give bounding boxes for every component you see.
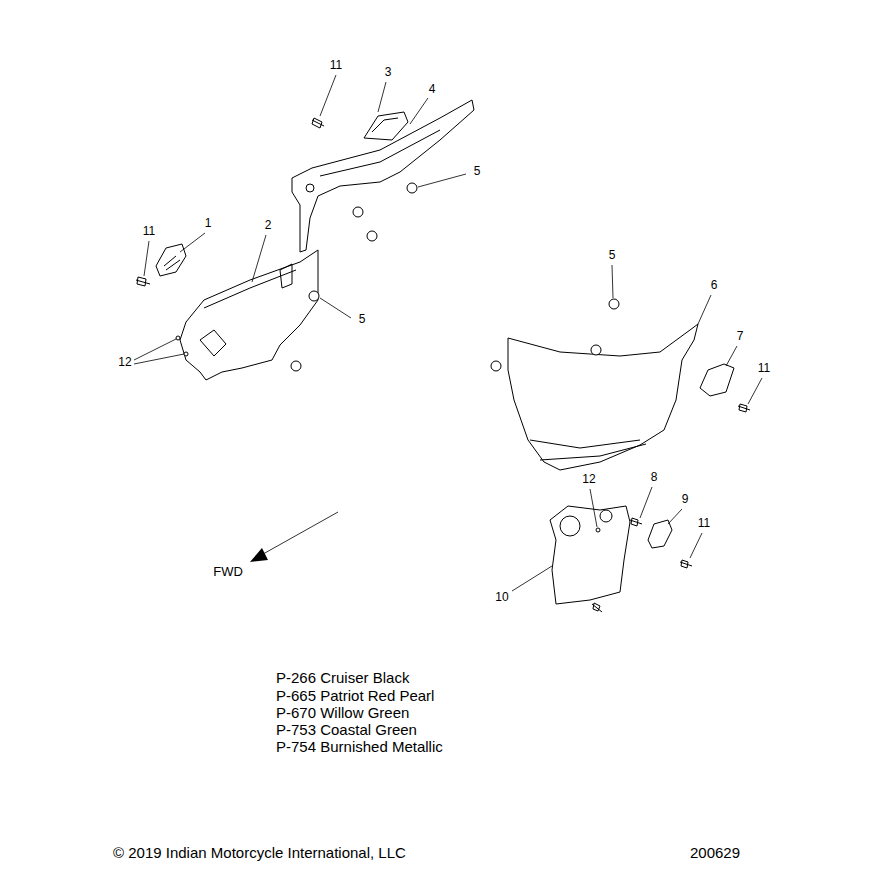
drawing-number: 200629 [690, 845, 740, 862]
callout-number: 5 [474, 165, 481, 178]
callout-number: 9 [682, 493, 689, 506]
grommet [491, 361, 501, 371]
callout-number: 10 [495, 591, 508, 604]
trim-cover [700, 364, 734, 396]
leader-line [418, 174, 466, 187]
leader-line [590, 489, 597, 527]
paint-code: P-670 Willow Green [276, 705, 409, 722]
lower-cover [550, 506, 630, 604]
leader-line [640, 487, 652, 518]
leader-line [512, 566, 552, 591]
screw [592, 603, 602, 612]
fastener [596, 528, 600, 532]
leader-line [252, 235, 266, 282]
side-cover [508, 324, 698, 470]
callout-number: 11 [698, 517, 710, 530]
leader-line [320, 75, 336, 116]
grommet [407, 183, 417, 193]
paint-code: P-266 Cruiser Black [276, 670, 409, 687]
callout-number: 11 [330, 59, 342, 72]
leader-line [144, 241, 149, 276]
cover-boss [560, 516, 580, 536]
callout-number: 6 [711, 279, 718, 292]
side-panel-detail [200, 264, 296, 356]
callout-number: 5 [359, 313, 366, 326]
callout-number: 11 [758, 362, 770, 375]
callout-number: 7 [737, 330, 744, 343]
callout-number: 2 [265, 219, 272, 232]
callout-number: 11 [143, 225, 155, 238]
leader-line [612, 265, 613, 298]
fastener [176, 336, 180, 340]
leader-line [668, 509, 682, 524]
screw [312, 118, 324, 128]
grommet [591, 345, 601, 355]
grommet [306, 184, 314, 192]
trim-cover [648, 520, 672, 548]
side-panel [180, 250, 318, 380]
trim-cover [364, 112, 408, 140]
leader-line [698, 295, 711, 324]
fwd-arrow-line [256, 512, 338, 558]
trim-cover-detail [372, 118, 398, 132]
leader-line [134, 339, 184, 364]
leader-line [690, 533, 702, 558]
cover-boss [600, 510, 612, 522]
callout-number: 4 [429, 83, 436, 96]
bracket-cover-detail [320, 130, 440, 176]
bracket-cover [292, 100, 474, 252]
screw [630, 518, 642, 526]
screw [738, 404, 750, 412]
callout-number: 12 [118, 356, 131, 369]
trim-cover-detail [164, 256, 180, 270]
copyright-note: © 2019 Indian Motorcycle International, … [113, 845, 406, 862]
direction-label: FWD [213, 565, 243, 579]
grommet [291, 361, 301, 371]
grommet [353, 207, 363, 217]
grommet [609, 299, 619, 309]
leader-line [180, 233, 205, 252]
fastener [184, 352, 188, 356]
leader-line [378, 82, 386, 112]
screw [680, 560, 692, 568]
callout-number: 5 [609, 249, 616, 262]
trim-cover [156, 244, 186, 276]
leader-line [320, 298, 351, 318]
callout-number: 12 [582, 473, 595, 486]
callout-number: 8 [651, 471, 658, 484]
paint-code: P-665 Patriot Red Pearl [276, 688, 434, 705]
callout-number: 1 [205, 217, 212, 230]
paint-code: P-753 Coastal Green [276, 722, 417, 739]
screw [136, 277, 150, 286]
paint-code: P-754 Burnished Metallic [276, 739, 443, 756]
grommet [309, 291, 319, 301]
side-cover-detail [530, 440, 646, 460]
leader-line [726, 346, 737, 366]
leader-line [410, 98, 428, 124]
fwd-arrowhead [250, 548, 268, 562]
callout-number: 3 [385, 66, 392, 79]
leader-line [748, 378, 762, 404]
grommet [367, 231, 377, 241]
